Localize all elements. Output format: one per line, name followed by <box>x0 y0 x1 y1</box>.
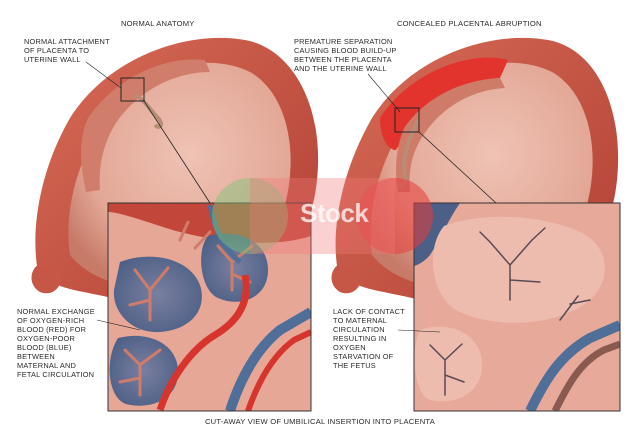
separated-lobe-1 <box>432 216 605 323</box>
normal-exchange-inset <box>108 203 311 411</box>
title-concealed-abruption: CONCEALED PLACENTAL ABRUPTION <box>397 19 542 28</box>
left-zoom-box <box>120 77 145 102</box>
left-placenta <box>81 59 210 192</box>
umbilical-vein-left <box>225 307 311 411</box>
left-zoom-line <box>143 100 211 204</box>
right-contact-pointer <box>397 329 441 333</box>
right-cervix <box>331 265 362 294</box>
callout-normal-attachment: NORMAL ATTACHMENT OF PLACENTA TO UTERINE… <box>24 37 110 64</box>
callout-normal-exchange: NORMAL EXCHANGE OF OXYGEN-RICH BLOOD (RE… <box>17 307 95 379</box>
umbilical-artery-left <box>245 329 311 411</box>
callout-lack-of-contact: LACK OF CONTACT TO MATERNAL CIRCULATION … <box>333 307 405 370</box>
right-inset-frame <box>413 202 621 412</box>
bottom-caption: CUT-AWAY VIEW OF UMBILICAL INSERTION INT… <box>205 417 435 426</box>
title-normal-anatomy: NORMAL ANATOMY <box>121 19 195 28</box>
left-callout-line <box>85 61 122 89</box>
umbilical-vein-right <box>525 320 620 411</box>
callout-premature-separation: PREMATURE SEPARATION CAUSING BLOOD BUILD… <box>294 37 397 73</box>
watermark-text: Stock <box>300 198 369 228</box>
left-exchange-pointer <box>96 319 141 331</box>
umbilical-artery-right <box>551 340 620 411</box>
blue-lobe-1 <box>113 256 202 333</box>
abruption-inset <box>414 203 620 411</box>
retroplacental-clot <box>380 57 508 150</box>
blue-lobe-3 <box>201 233 268 302</box>
maternal-artery <box>156 274 250 411</box>
left-cervix <box>31 265 62 294</box>
right-zoom-box <box>394 107 420 133</box>
right-zoom-line <box>418 131 497 204</box>
left-inset-frame <box>107 202 312 412</box>
right-callout-line <box>367 73 401 113</box>
